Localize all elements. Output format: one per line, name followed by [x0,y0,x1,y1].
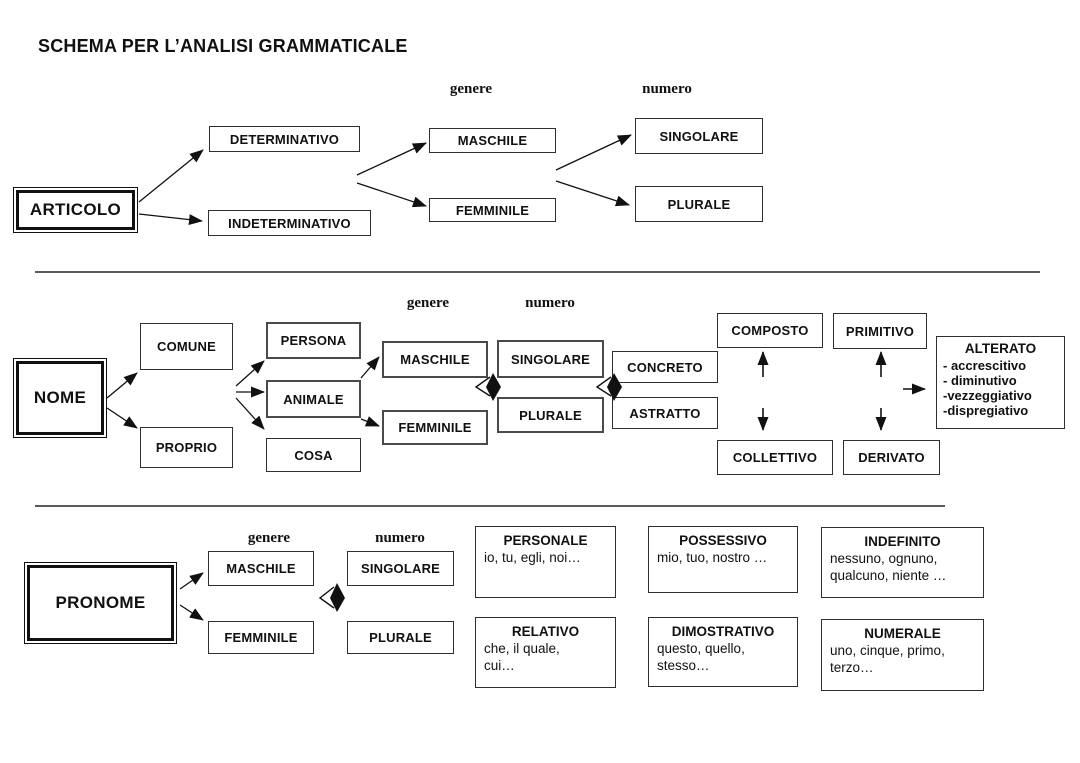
header-numero-pronome: numero [375,530,425,546]
node-alterato: ALTERATO - accrescitivo - diminutivo -ve… [936,336,1065,429]
arrow-fork-singolare-articolo [555,134,632,171]
bowtie-up-arrow-pronome [330,583,345,598]
node-dimostrativo-examples: questo, quello, stesso… [657,641,745,673]
node-numerale-examples: uno, cinque, primo, terzo… [830,643,945,675]
node-possessivo-examples: mio, tuo, nostro … [657,550,768,565]
arrow-fork-persona [235,360,265,387]
arrow-articolo-determinativo [138,149,204,203]
node-comune: COMUNE [140,323,233,370]
node-relativo: RELATIVO che, il quale, cui… [475,617,616,688]
node-animale: ANIMALE [266,380,361,418]
bowtie-lines-nome-genere [474,376,491,397]
node-possessivo-title: POSSESSIVO [679,533,767,548]
node-nome-singolare: SINGOLARE [497,340,604,378]
node-nome-label: NOME [16,361,104,435]
node-pronome-maschile: MASCHILE [208,551,314,586]
arrow-fork-plurale-articolo [555,180,630,207]
node-cosa: COSA [266,438,361,472]
alterato-item-diminutivo: - diminutivo [943,373,1017,388]
node-articolo: ARTICOLO [13,187,138,233]
header-numero-nome: numero [525,295,575,311]
node-relativo-examples: che, il quale, cui… [484,641,560,673]
node-pronome-plurale: PLURALE [347,621,454,654]
bowtie-down-arrow-pronome [330,598,345,612]
node-composto: COMPOSTO [717,313,823,348]
arrow-animale-maschile [360,356,380,379]
node-personale-examples: io, tu, egli, noi… [484,550,581,565]
node-dimostrativo: DIMOSTRATIVO questo, quello, stesso… [648,617,798,687]
node-pronome-femminile: FEMMINILE [208,621,314,654]
node-derivato: DERIVATO [843,440,940,475]
node-pronome-singolare: SINGOLARE [347,551,454,586]
node-nome-maschile: MASCHILE [382,341,488,378]
node-alterato-title: ALTERATO [964,341,1037,356]
node-numerale: NUMERALE uno, cinque, primo, terzo… [821,619,984,691]
node-nome-femminile: FEMMINILE [382,410,488,445]
node-persona: PERSONA [266,322,361,359]
node-astratto: ASTRATTO [612,397,718,429]
node-collettivo: COLLETTIVO [717,440,833,475]
alterato-item-vezzeggiativo: -vezzeggiativo [943,388,1032,403]
arrow-animale-femminile [360,416,380,427]
node-relativo-title: RELATIVO [511,624,580,639]
node-pronome-label: PRONOME [27,565,174,641]
arrow-fork-maschile-articolo [356,142,427,176]
header-genere-nome: genere [406,295,450,311]
node-articolo-femminile: FEMMINILE [429,198,556,222]
node-articolo-plurale: PLURALE [635,186,763,222]
alterato-item-dispregiativo: -dispregiativo [943,403,1029,418]
arrow-nome-comune [106,372,138,399]
node-proprio: PROPRIO [140,427,233,468]
node-personale-title: PERSONALE [503,533,588,548]
node-indeterminativo: INDETERMINATIVO [208,210,371,236]
arrow-fork-cosa [235,397,265,430]
node-numerale-title: NUMERALE [864,626,941,641]
node-indefinito-examples: nessuno, ognuno, qualcuno, niente … [830,551,947,583]
page-title: SCHEMA PER L’ANALISI GRAMMATICALE [38,36,408,56]
node-nome-plurale: PLURALE [497,397,604,433]
arrow-pronome-maschile [179,572,204,590]
header-numero-articolo: numero [642,81,692,97]
node-indefinito: INDEFINITO nessuno, ognuno, qualcuno, ni… [821,527,984,598]
node-indefinito-title: INDEFINITO [864,534,941,549]
bowtie-lines-pronome [318,586,335,609]
node-articolo-singolare: SINGOLARE [635,118,763,154]
node-articolo-label: ARTICOLO [16,190,135,230]
node-determinativo: DETERMINATIVO [209,126,360,152]
node-pronome: PRONOME [24,562,177,644]
arrow-articolo-indeterminativo [138,213,203,226]
node-personale: PERSONALE io, tu, egli, noi… [475,526,616,598]
node-dimostrativo-title: DIMOSTRATIVO [671,624,775,639]
arrow-fork-femminile-articolo [356,182,427,208]
arrow-pronome-femminile [179,604,204,621]
bowtie-lines-nome-numero [595,376,612,397]
node-possessivo: POSSESSIVO mio, tuo, nostro … [648,526,798,593]
header-genere-articolo: genere [449,81,493,97]
node-concreto: CONCRETO [612,351,718,383]
node-primitivo: PRIMITIVO [833,313,927,349]
node-nome: NOME [13,358,107,438]
alterato-item-accrescitivo: - accrescitivo [943,358,1027,373]
node-articolo-maschile: MASCHILE [429,128,556,153]
arrow-nome-proprio [106,407,138,429]
header-genere-pronome: genere [247,530,291,546]
